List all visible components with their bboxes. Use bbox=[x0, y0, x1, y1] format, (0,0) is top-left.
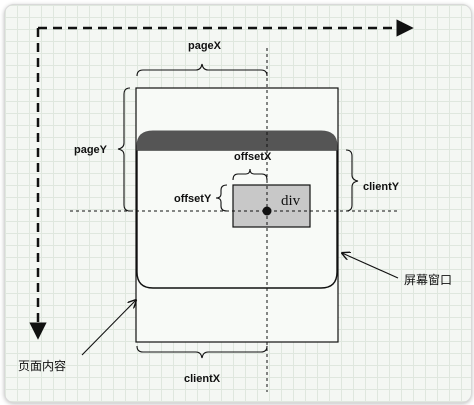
clienty-brace bbox=[345, 149, 359, 212]
page-content-pointer bbox=[81, 300, 136, 356]
pagex-label: pageX bbox=[188, 40, 222, 52]
offsety-brace bbox=[215, 184, 228, 212]
mouse-point bbox=[262, 206, 272, 216]
div-box bbox=[232, 184, 311, 228]
pagey-label: pageY bbox=[74, 144, 108, 156]
pagey-brace bbox=[117, 87, 131, 212]
offsetx-brace bbox=[232, 168, 268, 181]
div-label: div bbox=[281, 193, 301, 209]
pagex-brace bbox=[136, 63, 268, 77]
offsetx-label: offsetX bbox=[234, 151, 272, 163]
clientx-label: clientX bbox=[184, 373, 221, 385]
screen-window-pointer bbox=[342, 253, 399, 279]
page-content-label: 页面内容 bbox=[18, 358, 66, 373]
screen-window-label: 屏幕窗口 bbox=[404, 273, 452, 287]
clienty-label: clientY bbox=[363, 181, 400, 193]
screen-window-header bbox=[136, 130, 338, 151]
clientx-brace bbox=[136, 345, 268, 359]
offsety-label: offsetY bbox=[174, 193, 212, 205]
